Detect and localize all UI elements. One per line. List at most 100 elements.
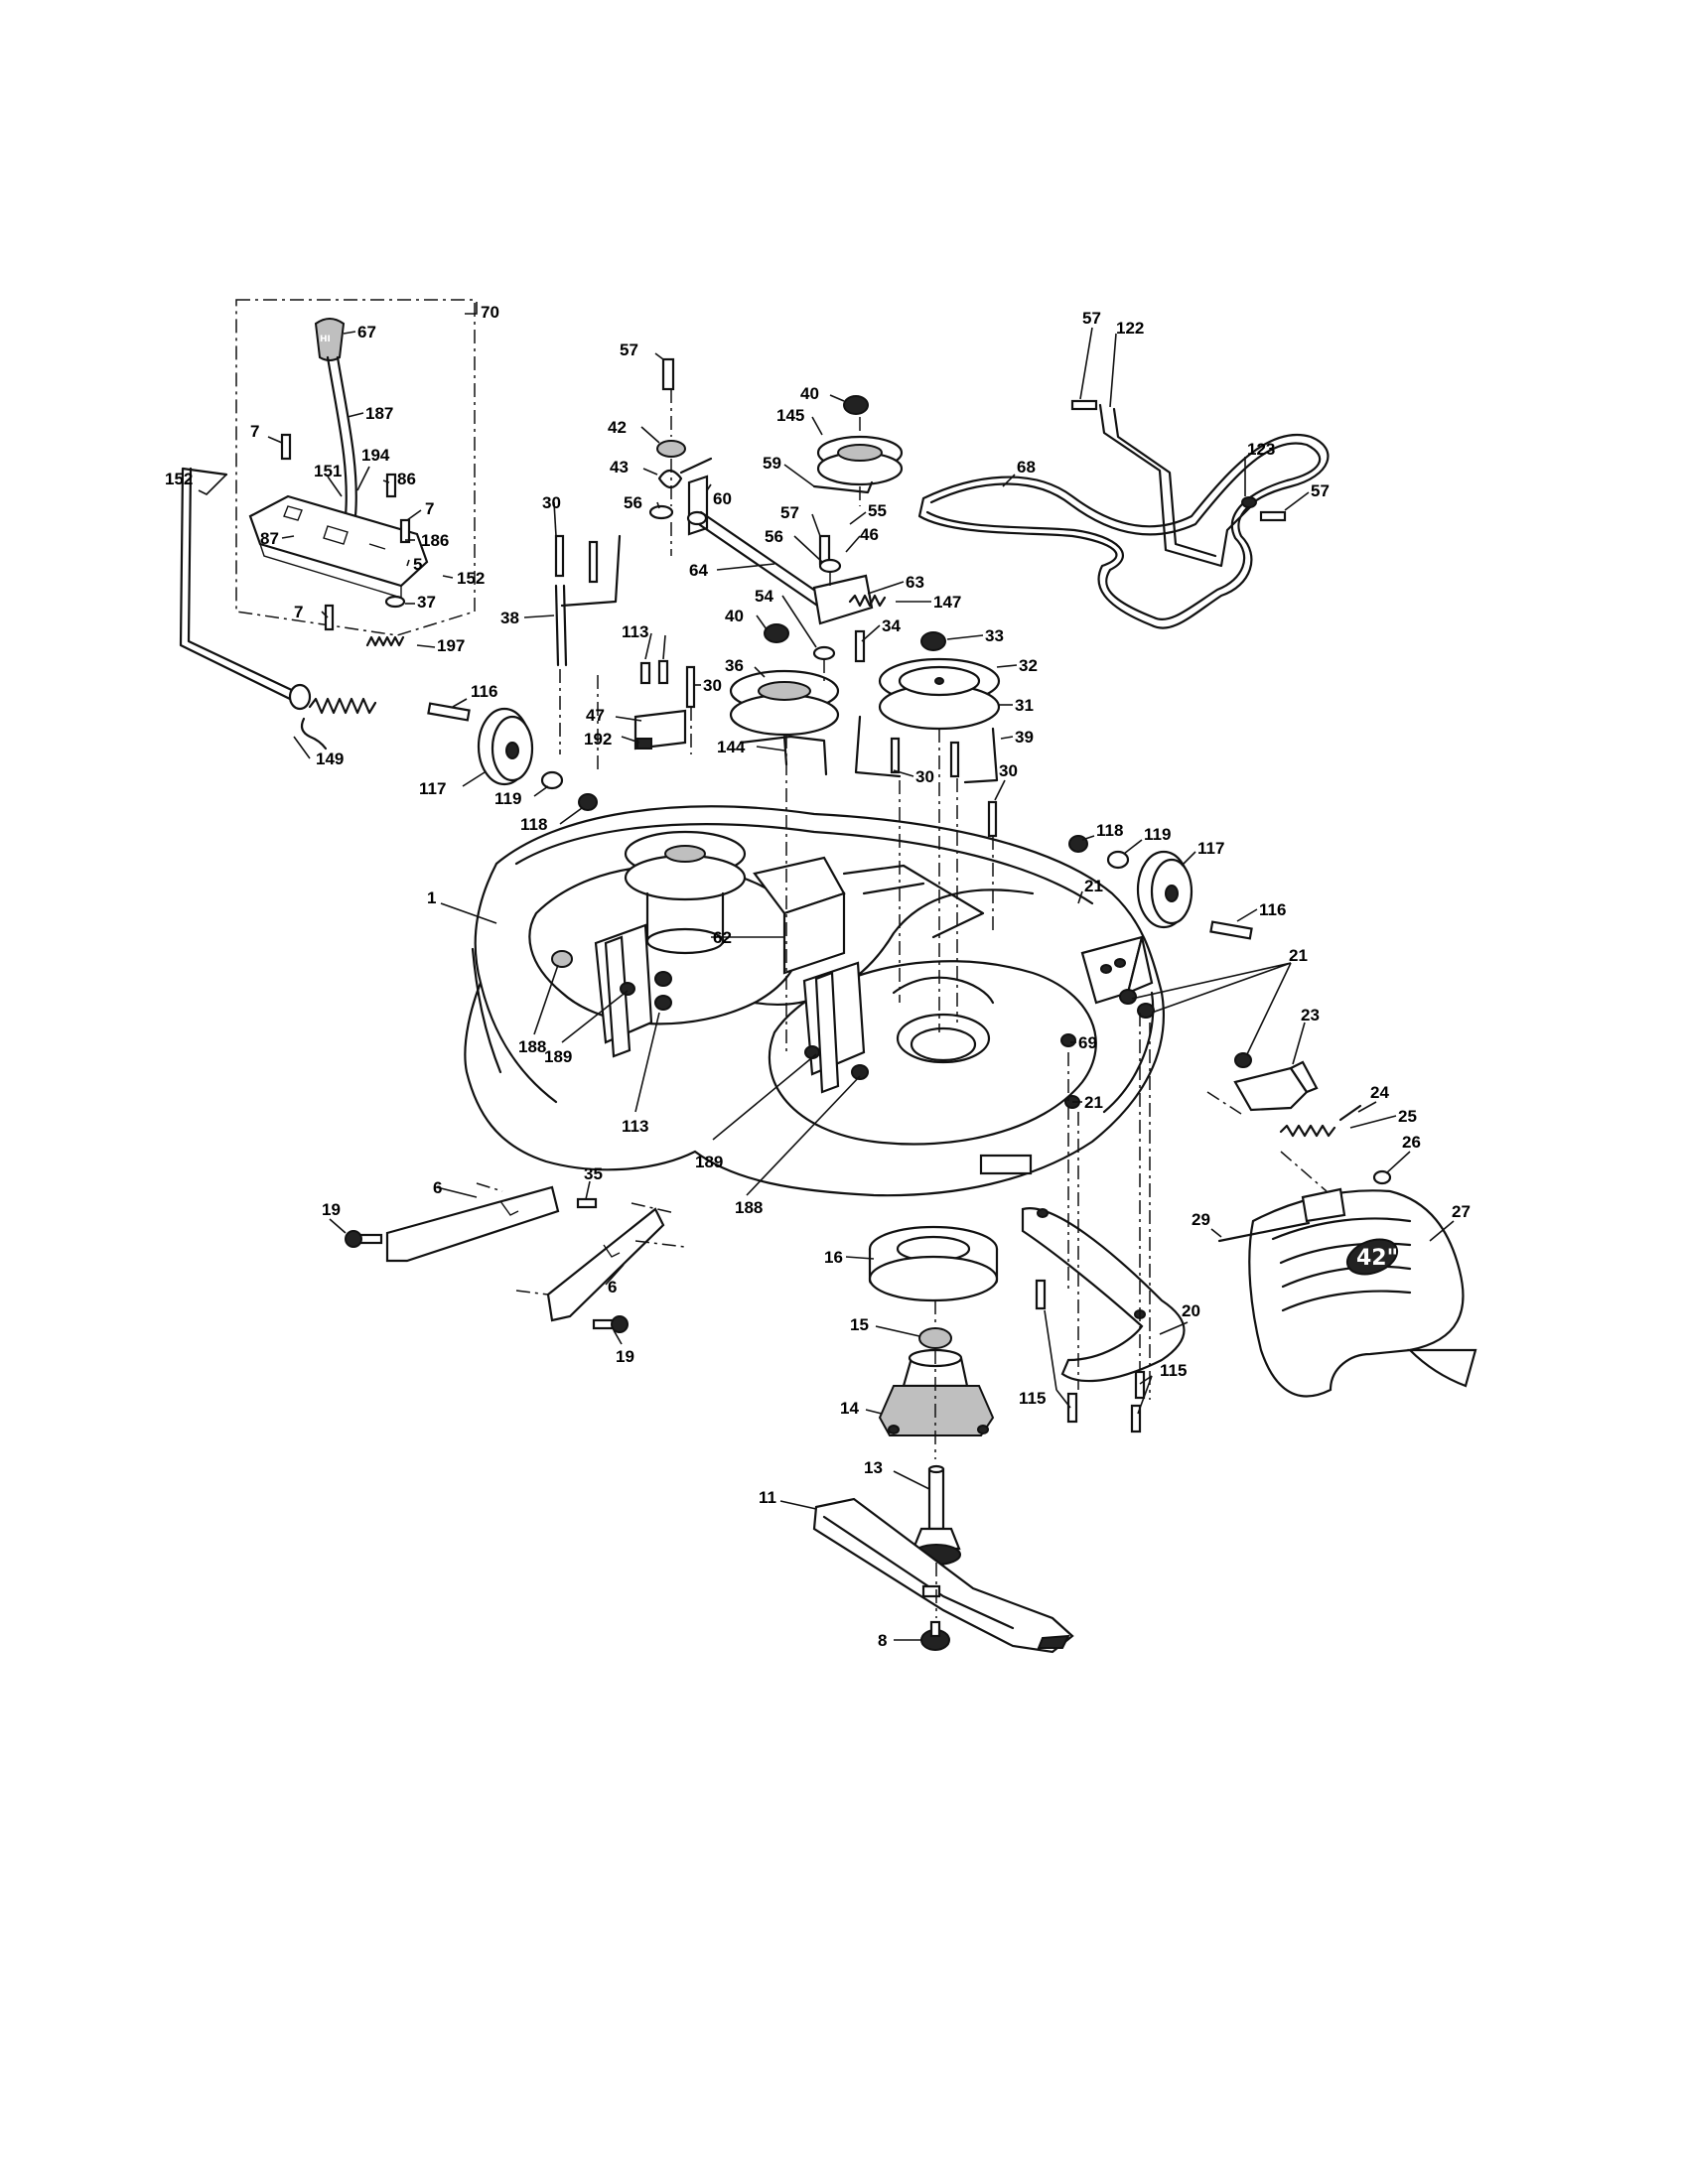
callout-37: 37 — [417, 593, 436, 612]
deflector-hinge — [1301, 1187, 1346, 1223]
nut-21-e — [1234, 1052, 1252, 1068]
callout-7a: 7 — [250, 422, 259, 441]
callout-186: 186 — [421, 531, 449, 550]
bolt-113-b — [657, 659, 669, 685]
callout-labels: 67 70 187 7 194 86 151 7 152 186 87 5 15… — [165, 303, 1471, 1650]
callout-152a: 152 — [165, 470, 193, 488]
callout-31: 31 — [1015, 696, 1034, 715]
callout-117a: 117 — [419, 779, 446, 798]
callout-115a: 115 — [1019, 1389, 1046, 1408]
callout-113a: 113 — [622, 622, 648, 641]
bolt-30-d — [890, 737, 901, 774]
callout-42: 42 — [608, 418, 627, 437]
deck-front-tab — [979, 1154, 1033, 1175]
drive-pulley-32 — [878, 657, 1001, 731]
alignment-guides — [559, 389, 1151, 1618]
lift-bolt-86 — [385, 473, 397, 498]
callout-122: 122 — [1116, 319, 1144, 338]
spindle-housing-14 — [878, 1348, 995, 1436]
callout-86: 86 — [397, 470, 416, 488]
bolt-115-a — [1035, 1279, 1047, 1310]
callout-36: 36 — [725, 656, 744, 675]
callout-40b: 40 — [725, 607, 744, 625]
spacer-54 — [812, 645, 836, 661]
deflector-dash-guide — [1206, 1091, 1328, 1192]
bolt-115-d — [1130, 1404, 1142, 1433]
belt-guide-rod-39 — [854, 715, 999, 784]
nut-40-top — [843, 395, 869, 415]
bracket-59 — [812, 480, 874, 494]
callout-30c: 30 — [915, 767, 934, 786]
spindle-blade-stack — [812, 1225, 1074, 1654]
bushing-42 — [656, 440, 686, 458]
deck-right-spindle-opening-inner — [910, 1026, 977, 1062]
rear-baffle-20 — [1021, 1207, 1186, 1383]
callout-8: 8 — [878, 1631, 887, 1650]
callout-46: 46 — [860, 525, 879, 544]
bracket-144 — [739, 735, 828, 776]
bolt-115-c — [1134, 1370, 1146, 1400]
callout-1: 1 — [427, 888, 436, 907]
callout-15: 15 — [850, 1315, 869, 1334]
callout-123: 123 — [1247, 440, 1275, 459]
callout-6a: 6 — [433, 1178, 442, 1197]
hanger-bracket-6-upper — [385, 1185, 560, 1263]
deck-left-spindle-pulley — [624, 830, 747, 955]
bolt-30-f — [987, 800, 998, 838]
callout-63: 63 — [906, 573, 924, 592]
callout-30d: 30 — [999, 761, 1018, 780]
callout-188a: 188 — [518, 1037, 546, 1056]
lift-bolt-7b — [399, 518, 411, 544]
callout-68: 68 — [1017, 458, 1036, 477]
callout-32: 32 — [1019, 656, 1038, 675]
hanger-brackets-group — [345, 1182, 686, 1333]
lift-lever-assembly-group: HI — [179, 299, 476, 751]
callout-20: 20 — [1182, 1301, 1200, 1320]
washer-26 — [1372, 1169, 1392, 1185]
torsion-spring-43 — [657, 457, 713, 489]
mower-blade-11 — [812, 1497, 1074, 1654]
lift-lever-rod-edge — [336, 355, 357, 518]
idler-pulley-36 — [729, 669, 840, 737]
lift-lever-rod — [326, 355, 348, 518]
callout-26: 26 — [1402, 1133, 1421, 1152]
mower-deck-housing — [464, 805, 1165, 1197]
lift-lever-bracket-plate — [248, 494, 429, 599]
lift-bolt-7a — [280, 433, 292, 461]
deflector-spring-25 — [1279, 1124, 1336, 1138]
callout-144: 144 — [717, 738, 746, 756]
callout-192: 192 — [584, 730, 612, 749]
callout-39: 39 — [1015, 728, 1034, 747]
callout-87: 87 — [260, 529, 279, 548]
callout-21b: 21 — [1084, 1093, 1103, 1112]
nut-123 — [1241, 496, 1257, 508]
callout-23: 23 — [1301, 1006, 1320, 1024]
callout-5: 5 — [413, 555, 422, 574]
lift-bolt-7c — [324, 604, 335, 631]
callout-21c: 21 — [1289, 946, 1308, 965]
callout-34: 34 — [882, 616, 901, 635]
callout-60: 60 — [713, 489, 732, 508]
pulleys-group — [729, 395, 1001, 838]
bolt-19-left-head — [345, 1230, 362, 1248]
gauge-wheel-117-left — [477, 707, 534, 786]
blade-bolt-8 — [920, 1620, 950, 1651]
callout-187: 187 — [365, 404, 393, 423]
nut-118-left — [578, 793, 598, 811]
callout-54: 54 — [755, 587, 773, 606]
bolt-57-top-right — [1070, 399, 1098, 411]
callout-59: 59 — [763, 454, 781, 473]
callout-115b: 115 — [1160, 1361, 1187, 1380]
bolt-57-right — [1259, 510, 1287, 522]
shoulder-bolt-116-left — [427, 702, 471, 722]
washer-56-left — [648, 504, 674, 520]
callout-69: 69 — [1078, 1033, 1097, 1052]
nut-40-left — [764, 623, 789, 643]
bolt-115-b — [1066, 1392, 1078, 1424]
callout-38: 38 — [500, 609, 519, 627]
hanger-dash-guides — [476, 1182, 686, 1296]
callout-27: 27 — [1452, 1202, 1471, 1221]
hinge-rod-29 — [1217, 1221, 1311, 1243]
bolt-30-a — [554, 534, 565, 578]
nut-192 — [636, 738, 652, 750]
